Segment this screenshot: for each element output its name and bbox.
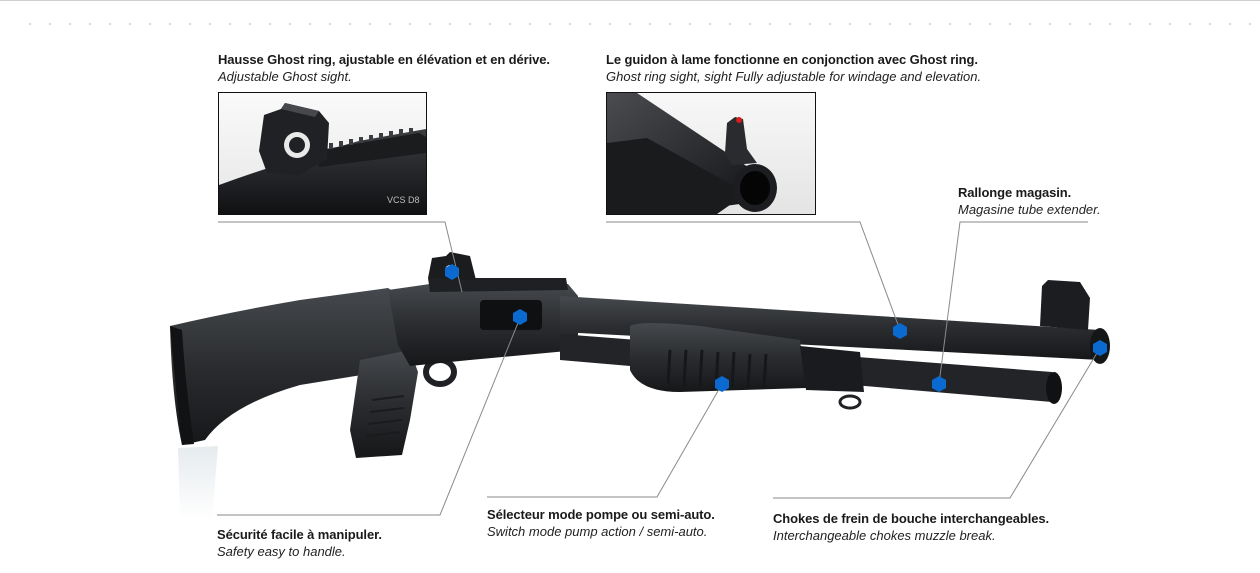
callout-subtitle: Switch mode pump action / semi-auto. <box>487 524 708 539</box>
callout-subtitle: Adjustable Ghost sight. <box>218 69 352 84</box>
callout-subtitle: Ghost ring sight, sight Fully adjustable… <box>606 69 982 84</box>
callout-title: Sécurité facile à manipuler. <box>217 527 382 542</box>
callout-ghost-ring: Hausse Ghost ring, ajustable en élévatio… <box>218 51 550 85</box>
callout-title: Sélecteur mode pompe ou semi-auto. <box>487 507 715 522</box>
ghost-ring-sight-thumbnail: VCS D8 <box>218 92 427 215</box>
callout-title: Le guidon à lame fonctionne en conjoncti… <box>606 52 978 67</box>
callout-title: Chokes de frein de bouche interchangeabl… <box>773 511 1049 526</box>
hexagon-marker-icon <box>445 264 1107 392</box>
front-sight-thumbnail <box>606 92 816 215</box>
callout-title: Hausse Ghost ring, ajustable en élévatio… <box>218 52 550 67</box>
callout-mode-selector: Sélecteur mode pompe ou semi-auto. Switc… <box>487 506 715 540</box>
callout-subtitle: Magasine tube extender. <box>958 202 1101 217</box>
callout-chokes: Chokes de frein de bouche interchangeabl… <box>773 510 1049 544</box>
dot-pattern-decoration <box>20 16 1260 38</box>
callout-subtitle: Safety easy to handle. <box>217 544 346 559</box>
top-divider <box>0 0 1260 1</box>
callout-mag-extender: Rallonge magasin. Magasine tube extender… <box>958 184 1101 218</box>
callout-front-sight: Le guidon à lame fonctionne en conjoncti… <box>606 51 981 85</box>
callout-subtitle: Interchangeable chokes muzzle break. <box>773 528 996 543</box>
receiver-logo-text: VCS D8 <box>387 195 420 205</box>
callout-title: Rallonge magasin. <box>958 185 1072 200</box>
callout-safety: Sécurité facile à manipuler. Safety easy… <box>217 526 382 560</box>
